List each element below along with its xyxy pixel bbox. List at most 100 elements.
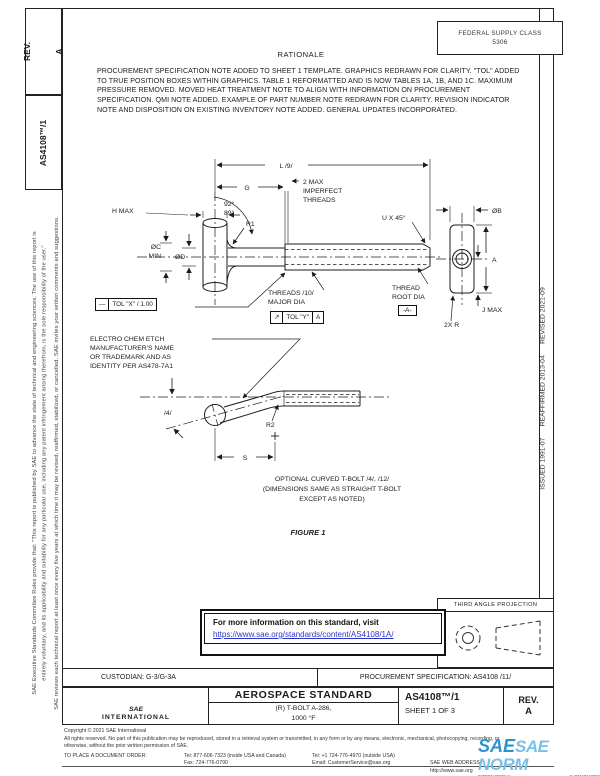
tel-us: Tel: 877-606-7323 (inside USA and Canada… [184, 752, 286, 759]
third-angle-projection-box: THIRD ANGLE PROJECTION [437, 598, 554, 668]
curved-head-circle [204, 404, 226, 426]
watermark-sae-glyph: SAE [478, 736, 516, 756]
sae-logo: SAE INTERNATIONAL [102, 700, 170, 721]
stamp-line1: FEDERAL SUPPLY CLASS [458, 29, 542, 37]
radius-label-2xr: 2X R [444, 322, 459, 329]
custodian-text: CUSTODIAN: G-3/G-3A [101, 674, 176, 681]
thread-outline [284, 243, 431, 271]
rev-box-label: REV. [22, 41, 33, 62]
revision-strip-divider [539, 8, 541, 598]
datum-a-box: -A- [398, 305, 417, 316]
rationale-title: RATIONALE [277, 50, 325, 59]
rationale-body: PROCUREMENT SPECIFICATION NOTE ADDED TO … [97, 67, 520, 114]
angle-label-92: 92° [224, 200, 235, 208]
more-info-text: For more information on this standard, v… [213, 618, 379, 627]
watermark-sub2: E-STANDARDS [570, 774, 600, 776]
ref-note-4: /4/ [164, 410, 172, 417]
email: Email: CustomerService@sae.org [312, 760, 391, 767]
fcf-tol-x-symbol: — [99, 301, 106, 308]
standard-link[interactable]: https://www.sae.org/standards/content/AS… [213, 630, 394, 639]
revision-history-vertical: ISSUED 1991-07 REAFFIRMED 2013-04 REVISE… [539, 286, 547, 490]
doc-number-vertical: AS4108™/1 [38, 119, 49, 166]
figure-1-drawing: L /9/ G 2 MAX IMPERFECT THREADS 92° 89° … [90, 159, 502, 537]
thread-root-2: ROOT DIA [392, 294, 425, 301]
watermark-sub1: INTERNATIONAL [478, 774, 512, 776]
fcf-tol-y: ↗ TOL "Y" A [270, 311, 325, 324]
fcf-tol-y-datum: A [312, 312, 323, 323]
dim-label-h-max: H MAX [112, 208, 134, 215]
optional-note-2: (DIMENSIONS SAME AS STRAIGHT T-BOLT [263, 486, 401, 493]
margin-disclaimer-line2: entirely voluntary, and its applicabilit… [42, 245, 48, 681]
rev-cell: REV. A [504, 688, 553, 724]
procurement-cell: PROCUREMENT SPECIFICATION: AS4108 /11/ [318, 669, 553, 686]
fcf-tol-y-text: TOL "Y" [282, 312, 312, 323]
sae-norm-watermark: SAESAE NORM INTERNATIONAL E-STANDARDS [478, 737, 600, 776]
threads-major-2: MAJOR DIA [268, 299, 305, 306]
bottom-rule [62, 766, 554, 767]
order-label: TO PLACE A DOCUMENT ORDER: [64, 752, 147, 759]
part-title-line1: (R) T-BOLT A-286, [275, 704, 332, 712]
rights-line: All rights reserved. No part of this pub… [64, 735, 500, 750]
rev-cell-label: REV. [518, 695, 539, 705]
doc-number-box: AS4108™/1 [25, 95, 62, 190]
part-title-line2: 1000 °F [291, 714, 316, 722]
radius-label-r1: R1 [246, 221, 255, 228]
dim-label-b-dia: ØB [492, 208, 502, 215]
dim-label-d-dia: ØD [175, 254, 185, 261]
stamp-line2: 5306 [492, 39, 508, 46]
etch-note-2: MANUFACTURER'S NAME [90, 345, 174, 352]
angle-label-89: 89° [224, 209, 235, 217]
figure-caption: FIGURE 1 [290, 528, 325, 537]
head-bottom-ellipse [202, 282, 228, 292]
federal-supply-class-stamp: FEDERAL SUPPLY CLASS 5306 [437, 21, 563, 55]
rev-cell-value: A [525, 706, 532, 717]
margin-disclaimer-line1: SAE Executive Standards Committee Rules … [32, 231, 38, 695]
fax: Fax: 724-776-0790 [184, 760, 228, 767]
sheet-number-text: SHEET 1 OF 3 [405, 706, 455, 715]
procurement-text: PROCUREMENT SPECIFICATION: AS4108 /11/ [359, 674, 512, 681]
dim-label-g: G [244, 185, 249, 192]
fcf-tol-x: — TOL "X" / 1.00 [95, 298, 157, 311]
dim-label-c-dia: ØC [151, 244, 161, 251]
svg-text:INTERNATIONAL: INTERNATIONAL [102, 714, 170, 721]
etch-note-1: ELECTRO CHEM ETCH [90, 336, 164, 343]
fcf-tol-x-text: TOL "X" / 1.00 [108, 299, 155, 310]
etch-note-3: OR TRADEMARK AND AS [90, 354, 172, 361]
aerospace-standard-title: AEROSPACE STANDARD [209, 688, 398, 703]
dim-label-j-max: J MAX [482, 307, 502, 314]
margin-review-note: SAE reviews each technical report at lea… [54, 216, 61, 710]
note-imperfect-2: IMPERFECT [303, 188, 342, 195]
etch-note-4: IDENTITY PER AS478-7A1 [90, 363, 173, 370]
note-imperfect-1: 2 MAX [303, 179, 324, 186]
more-info-box: For more information on this standard, v… [200, 609, 446, 656]
footer-block: Copyright © 2021 SAE International All r… [64, 728, 514, 775]
title-block-row: SAE INTERNATIONAL AEROSPACE STANDARD (R)… [62, 687, 554, 725]
dim-label-s: S [243, 455, 248, 462]
dim-label-l: L /9/ [280, 163, 293, 170]
sae-logo-cell: SAE INTERNATIONAL [63, 688, 209, 724]
fcf-tol-y-symbol: ↗ [274, 314, 280, 321]
doc-number-text: AS4108™/1 [405, 692, 460, 703]
third-angle-projection-symbol [455, 620, 541, 656]
dim-label-a: A [492, 257, 497, 264]
head-top-ellipse [202, 218, 228, 228]
custodian-row: CUSTODIAN: G-3/G-3A PROCUREMENT SPECIFIC… [62, 668, 554, 687]
custodian-cell: CUSTODIAN: G-3/G-3A [63, 669, 318, 686]
standard-title-cell: AEROSPACE STANDARD (R) T-BOLT A-286, 100… [209, 688, 399, 724]
thread-root-1: THREAD [392, 285, 420, 292]
svg-text:SAE: SAE [129, 706, 143, 713]
threads-major-1: THREADS /10/ [268, 290, 314, 297]
doc-number-cell: AS4108™/1 SHEET 1 OF 3 [399, 688, 504, 724]
web-address: SAE WEB ADDRESS: http://www.sae.org [430, 760, 482, 774]
rev-box: REV. A [22, 8, 64, 95]
chamfer-label: U X 45° [382, 214, 406, 222]
watermark-name: SAE NORM [478, 737, 549, 774]
optional-note-1: OPTIONAL CURVED T-BOLT /4/, /12/ [275, 476, 389, 483]
note-imperfect-3: THREADS [303, 197, 336, 204]
optional-note-3: EXCEPT AS NOTED) [299, 496, 365, 503]
third-angle-projection-title: THIRD ANGLE PROJECTION [438, 599, 553, 612]
copyright-line: Copyright © 2021 SAE International [64, 728, 147, 734]
radius-label-r2: R2 [266, 422, 275, 429]
dim-label-c-min: MIN [149, 253, 162, 260]
